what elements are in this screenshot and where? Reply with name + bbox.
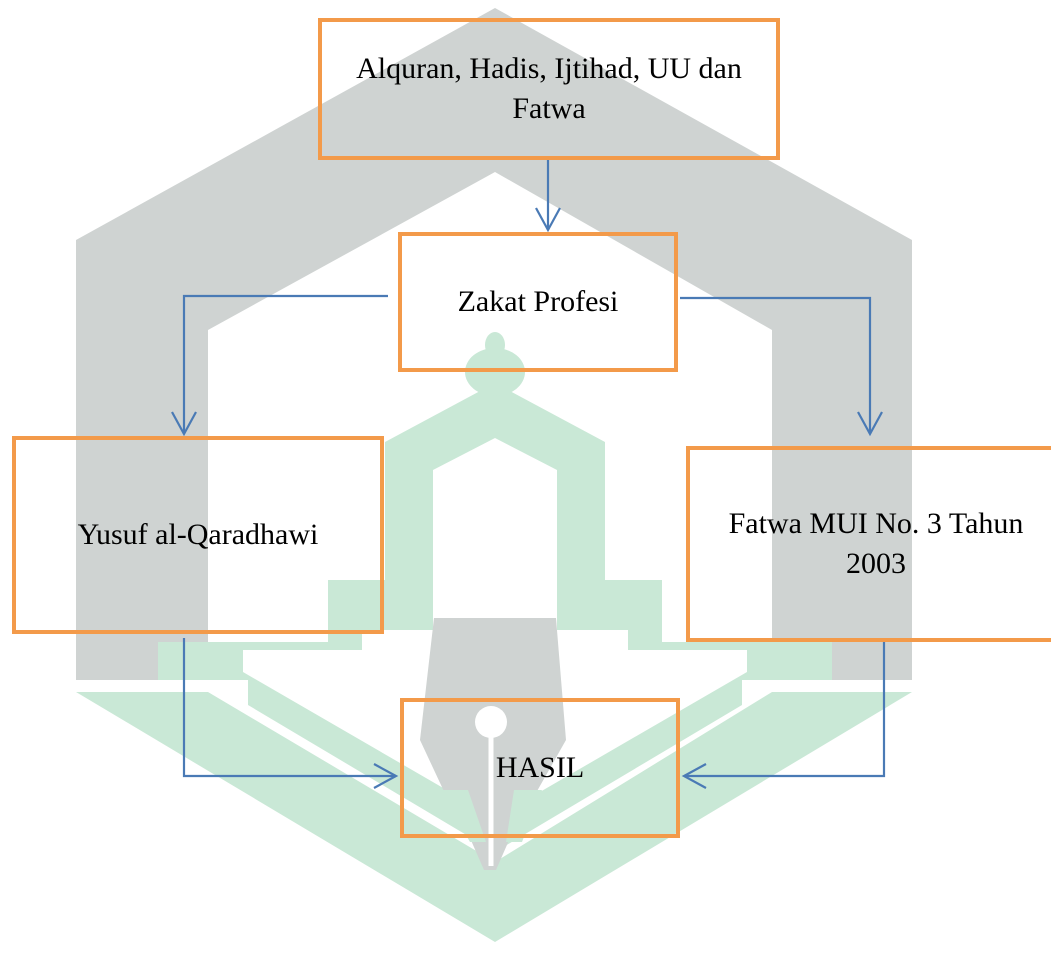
node-yusuf-al-qaradhawi: Yusuf al-Qaradhawi	[12, 436, 384, 634]
node-sources: Alquran, Hadis, Ijtihad, UU dan Fatwa	[318, 18, 780, 160]
watermark-mosque-outline	[158, 383, 832, 852]
watermark-pen-hole	[475, 706, 507, 738]
node-hasil: HASIL	[400, 698, 680, 838]
node-yusuf-al-qaradhawi-label: Yusuf al-Qaradhawi	[77, 518, 319, 551]
node-sources-label: Alquran, Hadis, Ijtihad, UU dan Fatwa	[356, 52, 742, 125]
node-zakat-profesi: Zakat Profesi	[398, 232, 678, 372]
edge-zakat-to-fatwa	[680, 296, 872, 434]
node-zakat-profesi-label: Zakat Profesi	[457, 285, 619, 318]
edge-yusuf-to-hasil	[182, 638, 396, 778]
node-fatwa-mui-label: Fatwa MUI No. 3 Tahun 2003	[728, 507, 1024, 580]
arrowhead-fatwa	[857, 411, 883, 437]
arrowhead-zakat	[535, 207, 561, 233]
arrowhead-hasil-right	[681, 763, 707, 789]
arrowhead-yusuf	[171, 411, 197, 437]
arrowhead-hasil-left	[373, 763, 399, 789]
watermark-finial-top	[485, 332, 505, 358]
watermark-outer-chevron	[76, 692, 912, 942]
node-hasil-label: HASIL	[495, 751, 585, 784]
edge-zakat-to-yusuf	[182, 294, 388, 434]
watermark-hexagon-frame	[76, 8, 912, 680]
edge-fatwa-to-hasil	[684, 638, 886, 778]
watermark-pen-ribs	[440, 790, 542, 842]
watermark-finial-base	[465, 348, 525, 396]
node-fatwa-mui: Fatwa MUI No. 3 Tahun 2003	[686, 446, 1051, 642]
